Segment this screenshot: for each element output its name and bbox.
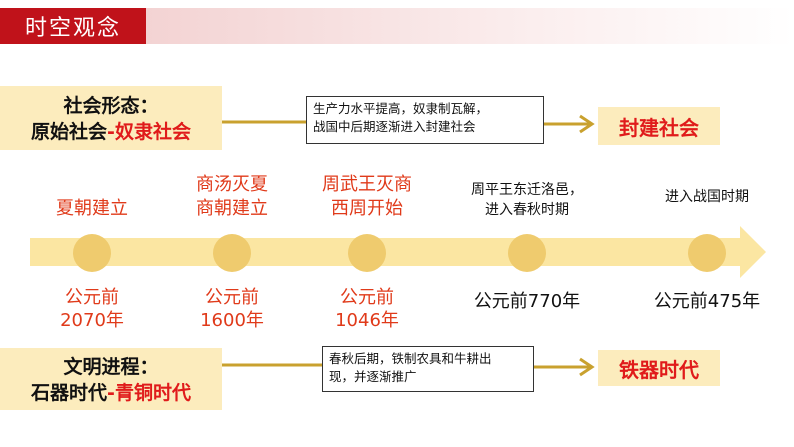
date-2: 公元前 1600年 bbox=[162, 286, 302, 332]
timeline-dot-2 bbox=[213, 234, 251, 272]
social-form-arrow bbox=[222, 114, 595, 134]
civilization-label: 文明进程： bbox=[63, 356, 159, 378]
civilization-arrow bbox=[222, 357, 595, 377]
timeline-dot-3 bbox=[348, 234, 386, 272]
social-form-note-line-1: 生产力水平提高，奴隶制瓦解， bbox=[313, 101, 489, 116]
timeline-dots bbox=[73, 234, 726, 272]
social-form-label: 社会形态： bbox=[63, 95, 159, 117]
civilization-result-box: 铁器时代 bbox=[598, 350, 720, 386]
header-divider bbox=[146, 8, 794, 44]
date-4-line-1: 公元前770年 bbox=[473, 291, 581, 312]
event-3-line-1: 周武王灭商 bbox=[322, 174, 412, 195]
civilization-box: 文明进程： 石器时代-青铜时代 bbox=[0, 348, 222, 410]
civilization-note-line-1: 春秋后期，铁制农具和牛耕出 bbox=[329, 351, 492, 366]
social-form-dash: - bbox=[107, 121, 115, 143]
event-4-line-1: 周平王东迁洛邑， bbox=[471, 182, 583, 198]
social-form-to: 奴隶社会 bbox=[114, 121, 191, 143]
social-form-note: 生产力水平提高，奴隶制瓦解， 战国中后期逐渐进入封建社会 bbox=[306, 96, 544, 144]
date-1-line-2: 2070年 bbox=[60, 310, 124, 331]
social-form-stages: 原始社会-奴隶社会 bbox=[0, 119, 222, 145]
civilization-result: 铁器时代 bbox=[619, 357, 699, 382]
event-2: 商汤灭夏 商朝建立 bbox=[162, 173, 302, 221]
event-1-line-1: 夏朝建立 bbox=[56, 198, 128, 219]
civilization-note-line-2: 现，并逐渐推广 bbox=[329, 369, 417, 384]
social-form-result: 封建社会 bbox=[619, 115, 699, 140]
civilization-note: 春秋后期，铁制农具和牛耕出 现，并逐渐推广 bbox=[322, 346, 534, 392]
date-3: 公元前 1046年 bbox=[297, 286, 437, 332]
date-5-line-1: 公元前475年 bbox=[653, 291, 761, 312]
page-title: 时空观念 bbox=[24, 16, 121, 41]
civilization-stages: 石器时代-青铜时代 bbox=[0, 380, 222, 406]
event-5: 进入战国时期 bbox=[632, 187, 782, 207]
social-form-result-box: 封建社会 bbox=[598, 107, 720, 145]
timeline-dot-4 bbox=[508, 234, 546, 272]
event-2-line-1: 商汤灭夏 bbox=[196, 174, 268, 195]
date-3-line-2: 1046年 bbox=[335, 310, 399, 331]
event-5-line-1: 进入战国时期 bbox=[665, 189, 749, 205]
event-1: 夏朝建立 bbox=[22, 197, 162, 221]
header-title-bar: 时空观念 bbox=[0, 8, 146, 44]
social-form-box: 社会形态： 原始社会-奴隶社会 bbox=[0, 86, 222, 150]
social-form-from: 原始社会 bbox=[31, 121, 108, 143]
date-2-line-2: 1600年 bbox=[200, 310, 264, 331]
date-3-line-1: 公元前 bbox=[340, 287, 394, 308]
event-4: 周平王东迁洛邑， 进入春秋时期 bbox=[447, 180, 607, 220]
civilization-from: 石器时代 bbox=[31, 382, 108, 404]
timeline-dot-1 bbox=[73, 234, 111, 272]
social-form-note-line-2: 战国中后期逐渐进入封建社会 bbox=[313, 119, 476, 134]
event-4-line-2: 进入春秋时期 bbox=[485, 202, 569, 218]
event-2-line-2: 商朝建立 bbox=[196, 198, 268, 219]
event-3-line-2: 西周开始 bbox=[331, 198, 403, 219]
date-4: 公元前770年 bbox=[447, 290, 607, 313]
date-1-line-1: 公元前 bbox=[65, 287, 119, 308]
date-2-line-1: 公元前 bbox=[205, 287, 259, 308]
civilization-dash: - bbox=[107, 382, 115, 404]
date-5: 公元前475年 bbox=[627, 290, 787, 313]
event-3: 周武王灭商 西周开始 bbox=[292, 173, 442, 221]
date-1: 公元前 2070年 bbox=[22, 286, 162, 332]
civilization-to: 青铜时代 bbox=[114, 382, 191, 404]
timeline-dot-5 bbox=[688, 234, 726, 272]
